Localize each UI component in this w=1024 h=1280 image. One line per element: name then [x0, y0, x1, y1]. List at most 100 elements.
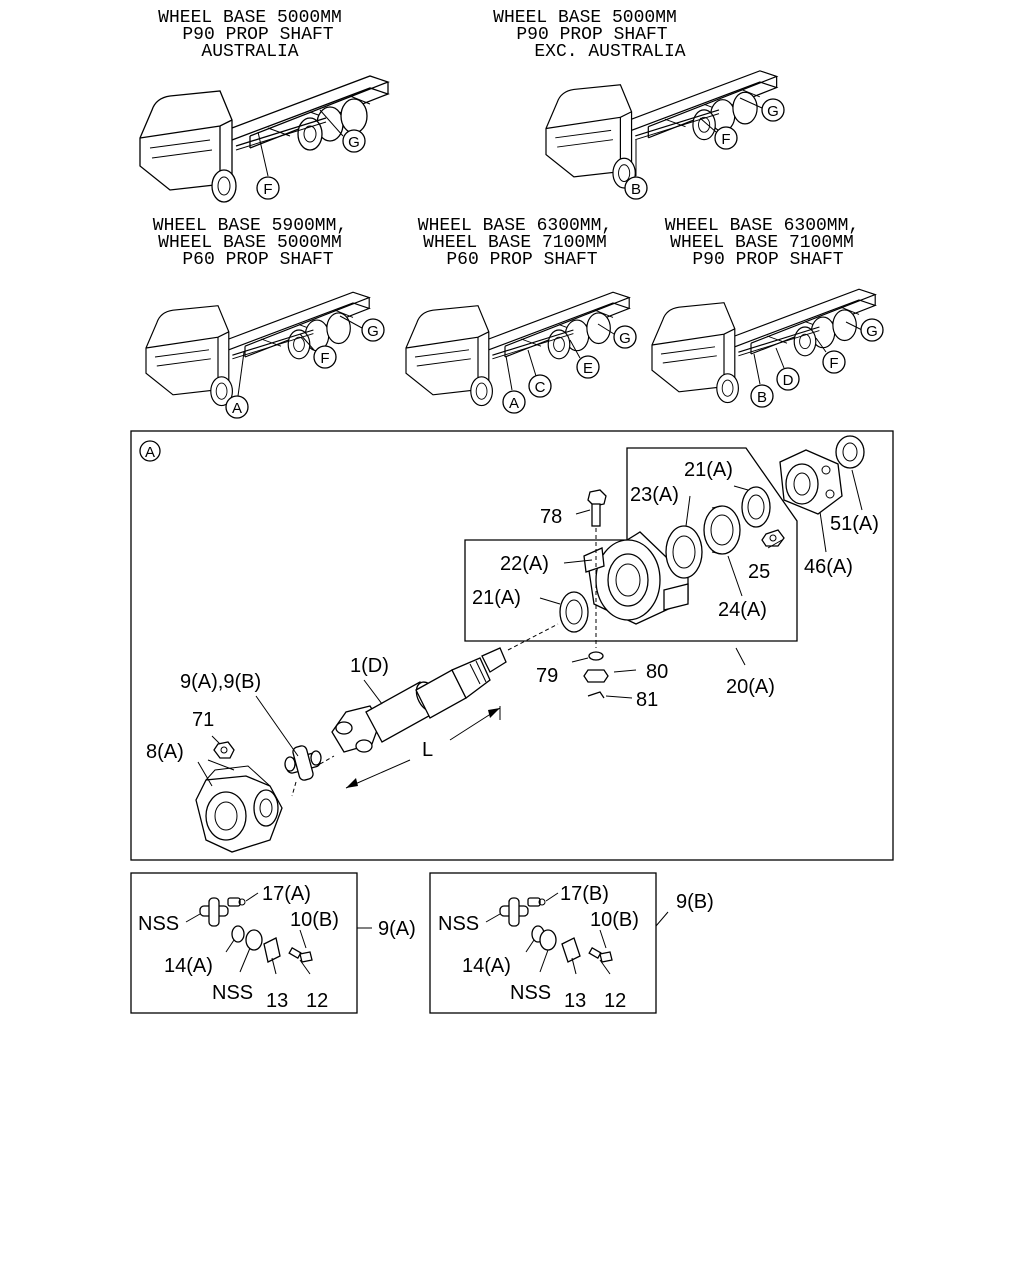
- flange-yoke-8a: [195, 765, 283, 853]
- callout-a: A: [232, 400, 242, 417]
- label-81: 81: [636, 689, 658, 711]
- label-20a: 20(A): [726, 676, 775, 698]
- label-9a-9b: 9(A),9(B): [180, 671, 261, 693]
- diagram-1-line-2: P90 PROP SHAFT: [182, 25, 333, 45]
- kit-9a-title: 9(A): [378, 918, 416, 940]
- kit-9b-label-14a: 14(A): [462, 955, 511, 977]
- kit-9a-panel: 9(A) 17(A) NSS 10(B) 14(A) NSS 13 12: [130, 872, 416, 1014]
- callout-e: E: [583, 360, 593, 377]
- kit-9b-label-10b: 10(B): [590, 909, 639, 931]
- label-25: 25: [748, 561, 770, 583]
- grease-fitting-icon: [227, 897, 246, 907]
- label-79: 79: [536, 665, 558, 687]
- prop-shaft-1d: [331, 647, 507, 753]
- lock-plate-icon: [561, 937, 581, 963]
- kit-9b-title: 9(B): [676, 891, 714, 913]
- companion-flange-46a: [779, 449, 843, 515]
- diagram-2-line-3: EXC. AUSTRALIA: [534, 42, 685, 62]
- diagram-5-line-3: P90 PROP SHAFT: [692, 250, 843, 270]
- callout-b: B: [631, 181, 641, 198]
- bolt-78: [587, 489, 607, 527]
- kit-9b-panel: 9(B) 17(B) NSS 10(B) 14(A) NSS 13 12: [429, 872, 714, 1014]
- callout-f: F: [829, 355, 838, 372]
- callout-b: B: [757, 389, 767, 406]
- bolt-icon: [288, 947, 313, 963]
- kit-9a-label-nss-2: NSS: [212, 982, 253, 1004]
- diagram-5-line-1: WHEEL BASE 6300MM,: [665, 216, 859, 236]
- detail-a-tag: A: [145, 444, 155, 461]
- spider-icon: [499, 897, 529, 927]
- label-8a: 8(A): [146, 741, 184, 763]
- kit-9a-label-13: 13: [266, 990, 288, 1012]
- diagram-4-line-2: WHEEL BASE 7100MM: [423, 233, 607, 253]
- grease-fitting-icon: [527, 897, 546, 907]
- label-23a: 23(A): [630, 484, 679, 506]
- universal-joint-9: [284, 745, 322, 781]
- truck-illustration: [545, 70, 778, 189]
- label-71: 71: [192, 709, 214, 731]
- label-46a: 46(A): [804, 556, 853, 578]
- callout-f: F: [721, 131, 730, 148]
- spider-icon: [199, 897, 229, 927]
- callout-a: A: [509, 395, 519, 412]
- kit-9a-label-nss-1: NSS: [138, 913, 179, 935]
- diagram-5: WHEEL BASE 6300MM, WHEEL BASE 7100MM P90…: [651, 216, 884, 408]
- diagram-4-line-3: P60 PROP SHAFT: [446, 250, 597, 270]
- center-bearing-housing-22: [583, 531, 689, 625]
- diagram-4-line-1: WHEEL BASE 6300MM,: [418, 216, 612, 236]
- callout-f: F: [263, 181, 272, 198]
- label-51a: 51(A): [830, 513, 879, 535]
- label-78: 78: [540, 506, 562, 528]
- diagram-1-line-1: WHEEL BASE 5000MM: [158, 8, 342, 28]
- lock-plate-icon: [263, 937, 281, 963]
- label-21a-upper: 21(A): [684, 459, 733, 481]
- diagram-5-line-2: WHEEL BASE 7100MM: [670, 233, 854, 253]
- diagram-2-line-1: WHEEL BASE 5000MM: [493, 8, 677, 28]
- diagram-1-line-3: AUSTRALIA: [201, 42, 298, 62]
- kit-9b-label-17b: 17(B): [560, 883, 609, 905]
- kit-9a-label-17a: 17(A): [262, 883, 311, 905]
- label-80: 80: [646, 661, 668, 683]
- kit-9b-label-12: 12: [604, 990, 626, 1012]
- label-1d: 1(D): [350, 655, 389, 677]
- diagram-3-line-1: WHEEL BASE 5900MM,: [153, 216, 347, 236]
- bolt-icon: [588, 947, 613, 963]
- bearing-24a: [703, 505, 741, 555]
- diagram-4: WHEEL BASE 6300MM, WHEEL BASE 7100MM P60…: [405, 216, 637, 414]
- callout-g: G: [767, 103, 779, 120]
- callout-c: C: [535, 379, 546, 396]
- label-l: L: [422, 739, 433, 761]
- diagram-1: WHEEL BASE 5000MM P90 PROP SHAFT AUSTRAL…: [139, 8, 389, 203]
- truck-illustration: [405, 291, 630, 407]
- diagram-2-line-2: P90 PROP SHAFT: [516, 25, 667, 45]
- diagram-3-line-2: WHEEL BASE 5000MM: [158, 233, 342, 253]
- label-21a-lower: 21(A): [472, 587, 521, 609]
- diagram-2: WHEEL BASE 5000MM P90 PROP SHAFT EXC. AU…: [493, 8, 785, 200]
- bearing-cup-icon: [539, 929, 557, 951]
- callout-d: D: [783, 372, 794, 389]
- washer-79: [588, 651, 604, 661]
- nut-80: [583, 669, 609, 683]
- label-24a: 24(A): [718, 599, 767, 621]
- bearing-cup-icon: [245, 929, 263, 951]
- label-22a: 22(A): [500, 553, 549, 575]
- flange-nut-51a: [835, 435, 865, 469]
- detail-a-panel: A: [130, 430, 894, 861]
- diagram-3: WHEEL BASE 5900MM, WHEEL BASE 5000MM P60…: [145, 216, 385, 419]
- callout-g: G: [619, 330, 631, 347]
- seal-ring-icon: [231, 925, 245, 943]
- kit-9b-label-nss-2: NSS: [510, 982, 551, 1004]
- bearing-21a-upper: [741, 486, 771, 528]
- callout-g: G: [367, 323, 379, 340]
- truck-illustration: [145, 291, 370, 407]
- diagram-3-line-3: P60 PROP SHAFT: [182, 250, 333, 270]
- kit-9b-label-nss-1: NSS: [438, 913, 479, 935]
- callout-g: G: [866, 323, 878, 340]
- cotter-pin-81: [587, 691, 605, 699]
- bearing-21a-lower: [559, 591, 589, 633]
- grease-nipple-25: [761, 529, 785, 547]
- kit-9a-label-10b: 10(B): [290, 909, 339, 931]
- callout-f: F: [320, 350, 329, 367]
- assembly-20a-outline: [464, 447, 798, 642]
